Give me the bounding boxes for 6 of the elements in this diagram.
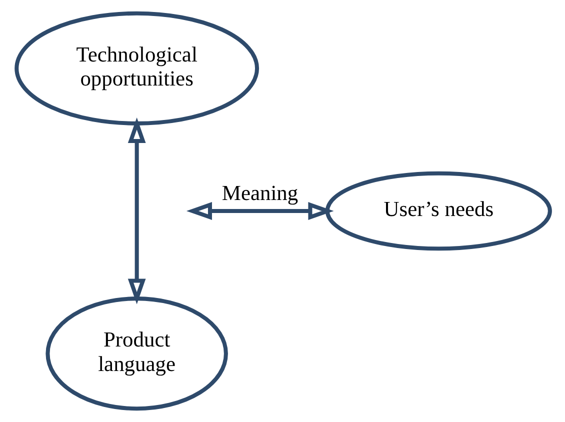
arrow bbox=[127, 117, 146, 304]
node-ellipse: User’s needs bbox=[324, 171, 552, 251]
edge-label: Meaning bbox=[221, 181, 298, 205]
arrow bbox=[186, 202, 334, 220]
node-ellipse: Product language bbox=[45, 296, 228, 411]
node-ellipse: Technological opportunities bbox=[14, 11, 259, 126]
